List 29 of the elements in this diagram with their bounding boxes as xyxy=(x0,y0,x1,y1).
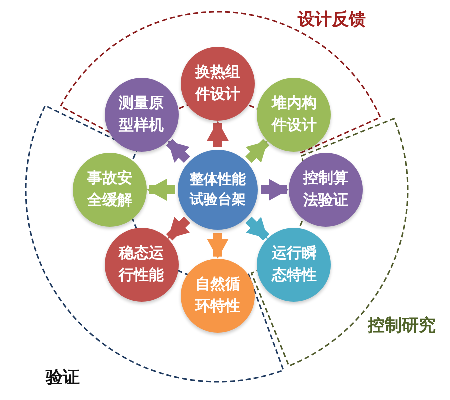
arrow xyxy=(207,121,229,147)
arrow xyxy=(207,233,229,259)
circle-label: 测量原型样机 xyxy=(119,93,164,136)
region-label: 控制研究 xyxy=(368,315,436,337)
topic-circle xyxy=(104,78,179,152)
circle-label: 事故安全缓解 xyxy=(88,168,132,211)
circle-label: 换热组件设计 xyxy=(196,62,240,106)
topic-circle xyxy=(178,150,258,230)
arrow xyxy=(147,179,175,201)
circle-label: 自然循环特性 xyxy=(196,274,240,317)
topic-circle xyxy=(289,153,363,227)
circle-label: 控制算法验证 xyxy=(304,168,348,211)
topic-circle xyxy=(181,47,255,122)
region-label: 设计反馈 xyxy=(298,9,366,31)
arrow xyxy=(166,216,190,241)
topic-circle xyxy=(257,228,332,302)
topic-circle xyxy=(257,78,332,152)
arrow xyxy=(246,139,270,164)
topic-circle xyxy=(181,258,255,333)
arrow xyxy=(166,139,190,164)
topic-circle xyxy=(104,228,179,302)
circle-label: 整体性能试验台架 xyxy=(190,170,246,210)
arrow xyxy=(261,179,289,201)
region-label: 验证 xyxy=(46,367,80,389)
circle-label: 堆内构件设计 xyxy=(272,93,317,136)
arrow xyxy=(246,216,270,241)
circle-label: 稳态运行性能 xyxy=(119,243,164,286)
circle-label: 运行瞬态特性 xyxy=(272,243,317,286)
topic-circle xyxy=(73,153,147,227)
